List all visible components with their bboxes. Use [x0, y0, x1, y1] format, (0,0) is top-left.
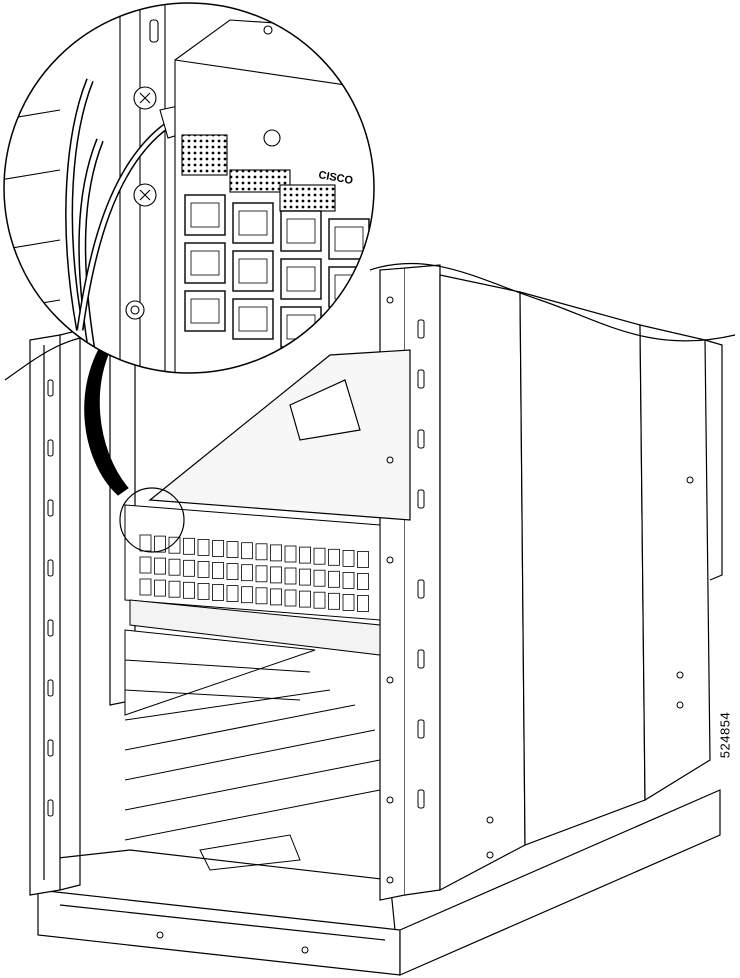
port: [328, 592, 340, 610]
port: [357, 573, 369, 590]
port: [255, 543, 268, 561]
zoomed-port-cage: [334, 322, 364, 348]
zoomed-port: [280, 258, 322, 300]
port: [284, 589, 297, 607]
figure-id-text: 524854: [717, 711, 733, 759]
port: [212, 584, 224, 601]
port: [270, 544, 282, 562]
port: [183, 559, 195, 577]
zoomed-port: [232, 250, 274, 292]
zoomed-port: [184, 194, 226, 236]
port: [328, 548, 340, 566]
port: [357, 551, 369, 568]
port: [139, 534, 152, 552]
port: [299, 590, 311, 608]
port: [154, 535, 166, 553]
port: [212, 562, 224, 579]
zoomed-port: [232, 202, 274, 244]
port: [168, 580, 181, 598]
router-chassis: [124, 504, 381, 871]
port: [197, 561, 210, 578]
zoomed-port-cage: [286, 266, 316, 292]
port: [299, 568, 311, 586]
zoomed-port-cage: [334, 226, 364, 252]
port: [241, 542, 253, 560]
port: [270, 588, 282, 606]
zoomed-port: [184, 242, 226, 284]
port: [168, 558, 181, 576]
port: [313, 569, 326, 587]
port: [284, 567, 297, 585]
port: [226, 563, 239, 580]
port: [255, 565, 268, 583]
port: [168, 536, 181, 554]
port: [197, 583, 210, 600]
zoomed-port-cage: [238, 258, 268, 284]
port: [241, 564, 253, 582]
port: [328, 570, 340, 588]
port: [313, 591, 326, 609]
port: [154, 579, 166, 597]
rack-left-post: [29, 334, 61, 896]
zoomed-port: [184, 290, 226, 332]
detail-callout-marker: [119, 487, 185, 553]
port: [270, 566, 282, 584]
port: [357, 595, 369, 612]
port: [197, 539, 210, 556]
port: [342, 550, 355, 567]
figure-id: 524854: [713, 700, 737, 770]
port: [139, 578, 152, 596]
port: [255, 587, 268, 605]
port: [154, 557, 166, 575]
zoomed-port-cage: [190, 298, 220, 324]
port: [183, 581, 195, 599]
zoomed-port: [232, 298, 274, 340]
port: [299, 546, 311, 564]
zoomed-port: [328, 314, 370, 356]
zoomed-port: [280, 210, 322, 252]
line-card-ports: [139, 534, 369, 612]
port: [183, 537, 195, 555]
port: [342, 572, 355, 589]
port: [313, 547, 326, 565]
port: [284, 545, 297, 563]
rack-base: [37, 889, 401, 976]
port: [212, 540, 224, 557]
vent-mesh: [181, 134, 228, 176]
rack-cabinet: [29, 264, 723, 976]
zoomed-port-cage: [238, 210, 268, 236]
zoomed-port-cage: [238, 306, 268, 332]
port: [226, 585, 239, 602]
zoomed-port-cage: [190, 250, 220, 276]
zoomed-port-cage: [286, 218, 316, 244]
rack-rail-slots: [47, 296, 694, 954]
port: [226, 541, 239, 558]
rack-side-panel: [439, 274, 526, 891]
zoomed-port-cage: [190, 202, 220, 228]
port: [139, 556, 152, 574]
zoomed-detail: CISCO: [3, 2, 375, 374]
port: [241, 586, 253, 604]
port: [342, 594, 355, 611]
